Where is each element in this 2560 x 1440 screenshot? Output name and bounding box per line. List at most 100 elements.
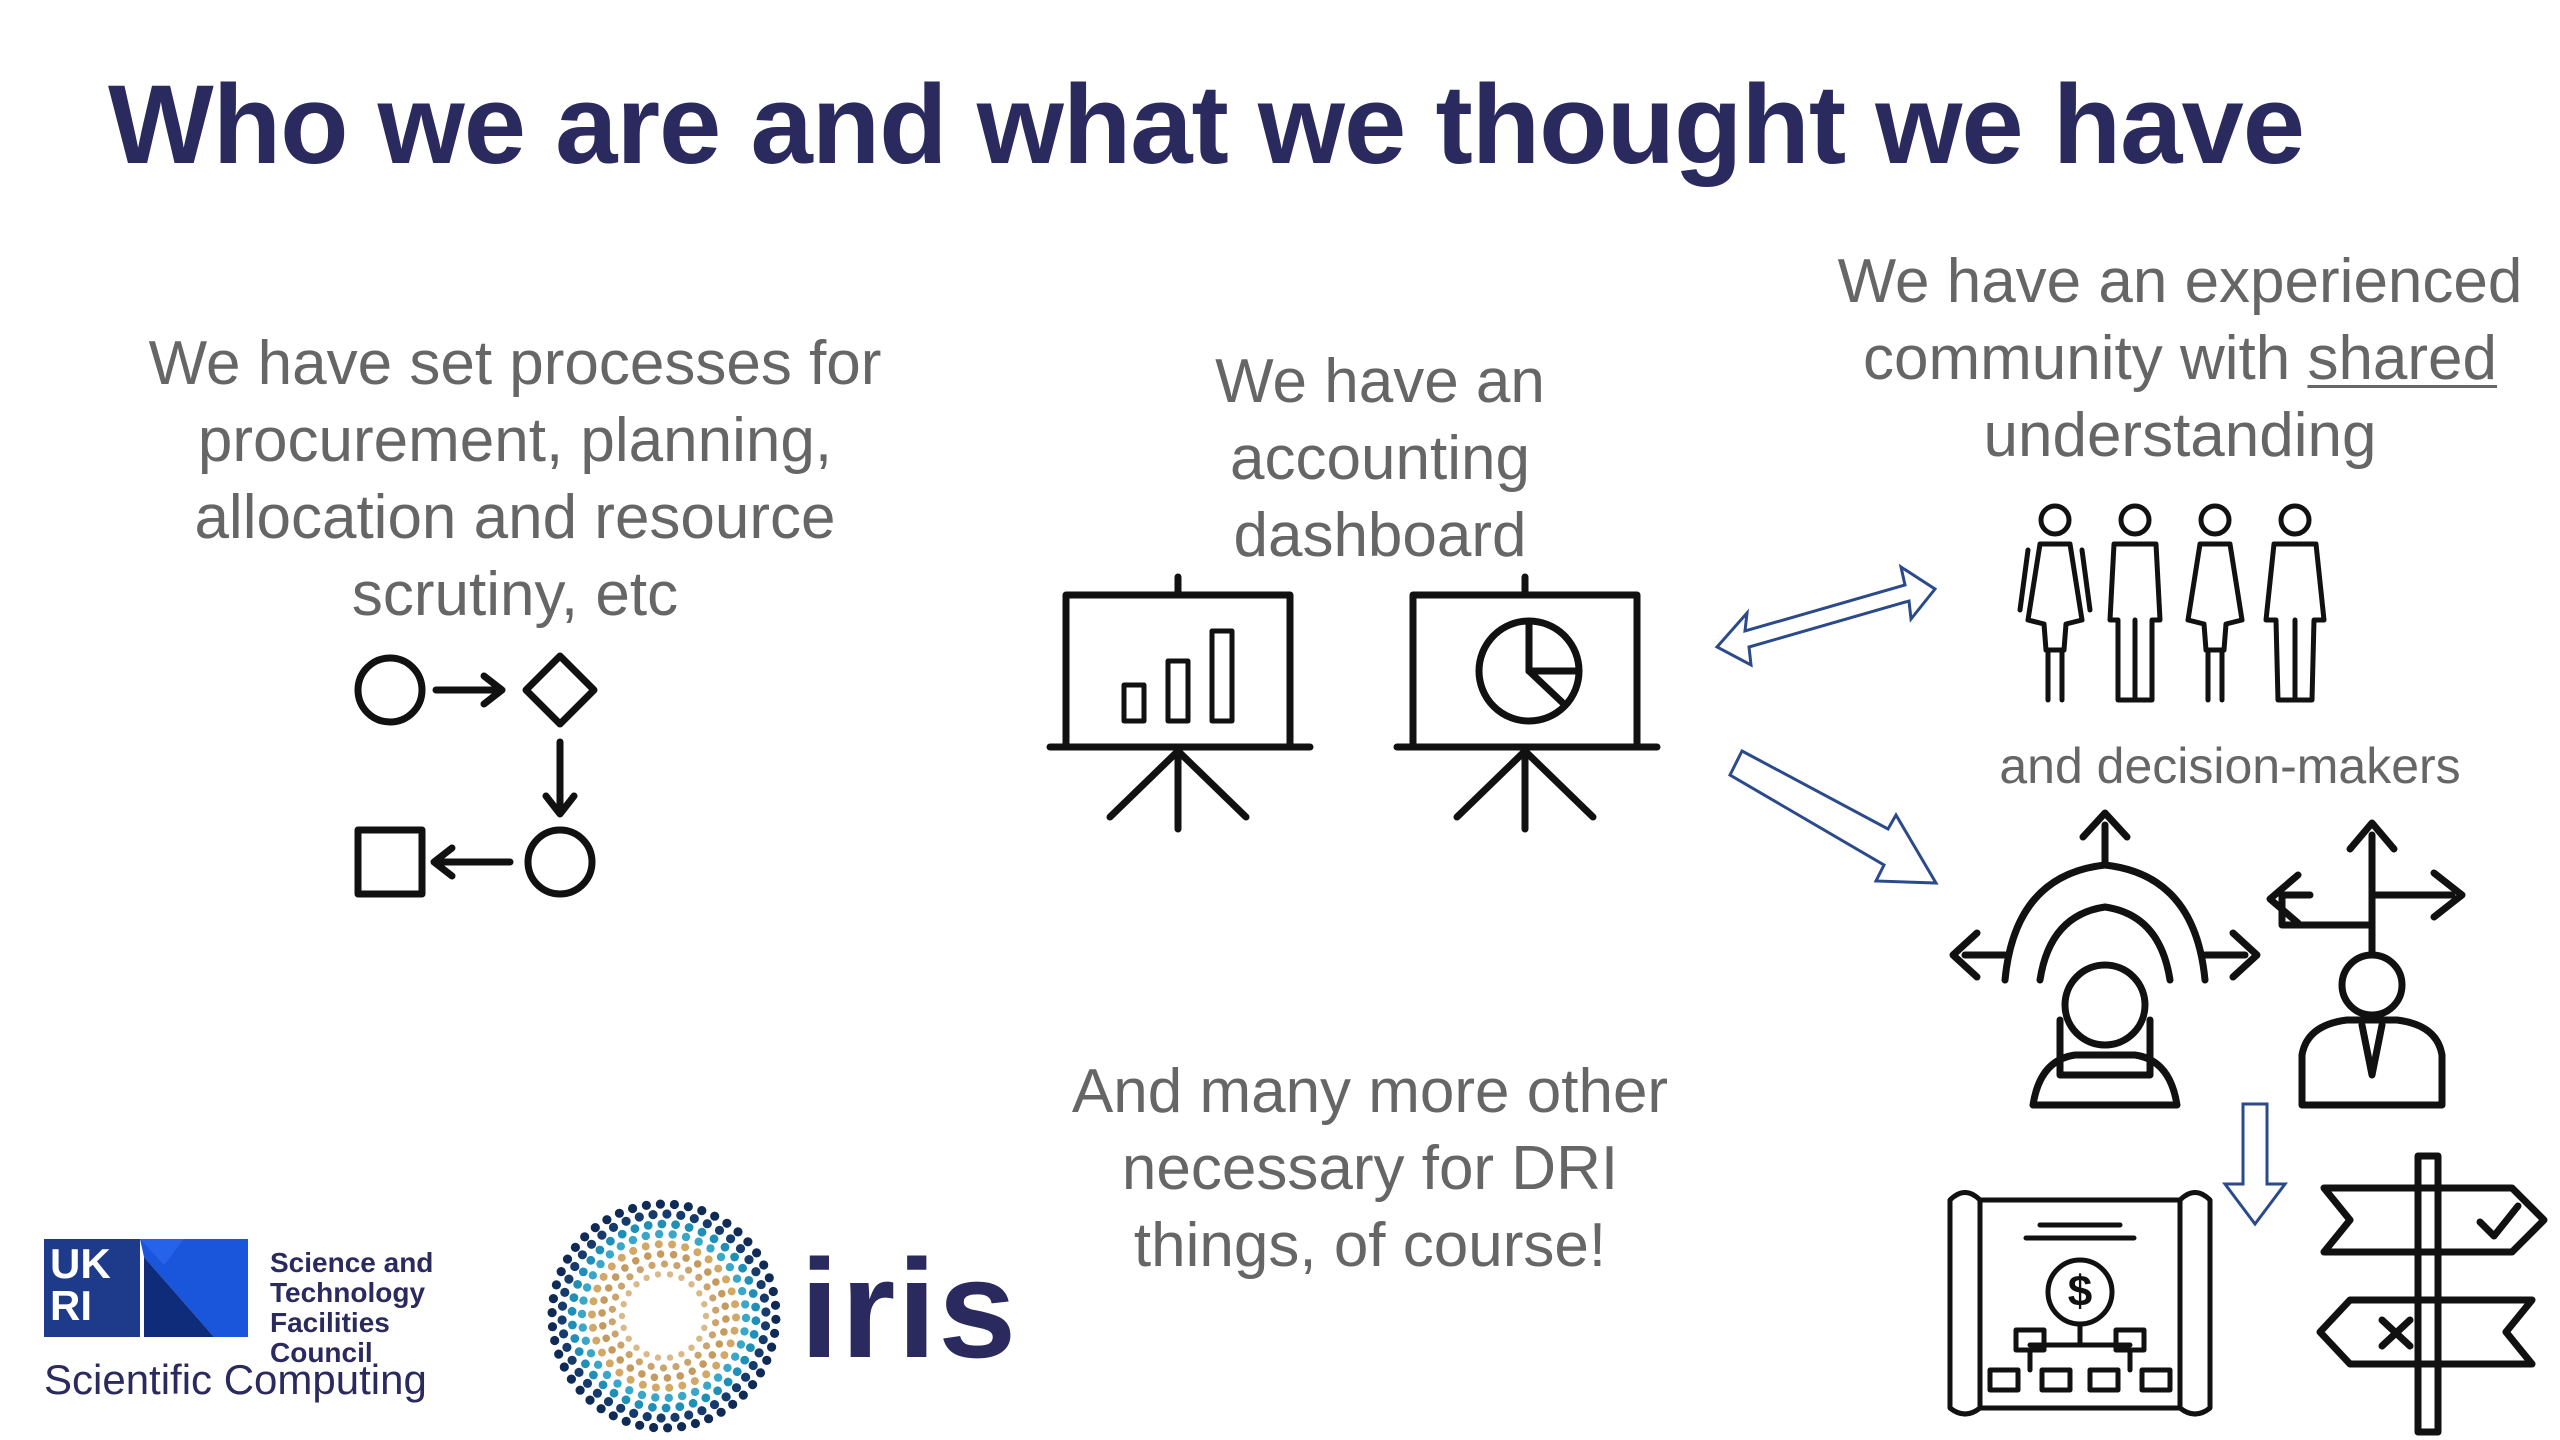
iris-dot bbox=[733, 1227, 743, 1237]
iris-dot bbox=[678, 1391, 687, 1401]
iris-dot bbox=[612, 1293, 620, 1301]
iris-dot bbox=[644, 1252, 652, 1260]
iris-dot bbox=[641, 1200, 651, 1210]
iris-dot bbox=[608, 1222, 619, 1232]
iris-dot bbox=[628, 1235, 638, 1245]
iris-dot bbox=[670, 1412, 680, 1422]
decision-maker-woman-icon bbox=[1949, 809, 2261, 1109]
iris-dot bbox=[748, 1380, 758, 1390]
iris-dot bbox=[559, 1329, 569, 1339]
iris-dot bbox=[617, 1282, 626, 1290]
more-things-text: And many more other necessary for DRI th… bbox=[1071, 1057, 1669, 1280]
iris-dot bbox=[635, 1358, 643, 1366]
iris-dot bbox=[709, 1294, 717, 1302]
iris-dot bbox=[621, 1264, 629, 1272]
iris-dot bbox=[620, 1324, 627, 1331]
arrow-down-icon bbox=[2222, 1102, 2288, 1227]
double-arrow-icon bbox=[1714, 563, 1938, 668]
iris-dot bbox=[603, 1397, 614, 1407]
iris-dot bbox=[738, 1263, 747, 1273]
iris-dot bbox=[704, 1268, 712, 1276]
iris-dot bbox=[720, 1328, 728, 1336]
iris-dot bbox=[722, 1275, 730, 1284]
iris-dot bbox=[607, 1262, 616, 1271]
iris-dot bbox=[702, 1342, 711, 1350]
iris-dot bbox=[625, 1351, 633, 1359]
iris-dot bbox=[616, 1356, 624, 1364]
iris-dot bbox=[684, 1223, 694, 1232]
community-text-underlined: shared bbox=[2307, 324, 2498, 393]
iris-dot bbox=[709, 1400, 720, 1410]
iris-dot bbox=[703, 1283, 711, 1291]
iris-dot bbox=[712, 1278, 720, 1286]
iris-dot bbox=[712, 1306, 720, 1314]
iris-dot bbox=[596, 1404, 606, 1414]
iris-dot bbox=[598, 1309, 606, 1317]
iris-dot bbox=[589, 1297, 598, 1306]
iris-dot bbox=[613, 1379, 622, 1388]
iris-dot bbox=[649, 1422, 659, 1433]
iris-dot bbox=[654, 1354, 662, 1361]
iris-dot bbox=[611, 1273, 620, 1281]
iris-dot bbox=[629, 1246, 638, 1255]
iris-dot bbox=[570, 1334, 580, 1343]
iris-dot bbox=[704, 1414, 714, 1424]
iris-dot bbox=[710, 1211, 720, 1221]
iris-dot bbox=[704, 1255, 713, 1264]
iris-dot bbox=[599, 1322, 607, 1330]
iris-dot bbox=[684, 1358, 692, 1366]
iris-dot bbox=[697, 1406, 707, 1416]
iris-dot bbox=[703, 1381, 712, 1390]
iris-dot bbox=[702, 1312, 710, 1320]
iris-dot bbox=[559, 1362, 569, 1372]
iris-dot bbox=[735, 1244, 746, 1254]
iris-dot bbox=[633, 1281, 640, 1288]
department-name: Scientific Computing bbox=[44, 1356, 427, 1403]
iris-dot bbox=[699, 1360, 707, 1368]
iris-dot bbox=[682, 1254, 690, 1262]
iris-dot bbox=[625, 1290, 632, 1297]
iris-dot bbox=[643, 1351, 650, 1358]
iris-dot bbox=[570, 1261, 580, 1272]
iris-dot bbox=[696, 1335, 703, 1342]
iris-dot bbox=[723, 1363, 732, 1373]
iris-dot bbox=[582, 1283, 592, 1292]
iris-dot bbox=[701, 1301, 708, 1308]
iris-dot bbox=[744, 1276, 754, 1285]
iris-dot bbox=[684, 1410, 694, 1420]
iris-dot bbox=[732, 1313, 740, 1322]
iris-dot bbox=[738, 1287, 747, 1296]
iris-dot bbox=[592, 1388, 602, 1398]
iris-dot bbox=[690, 1377, 699, 1386]
process-flow-icon bbox=[354, 652, 598, 898]
iris-dot bbox=[770, 1328, 780, 1338]
iris-dot bbox=[604, 1284, 613, 1292]
iris-logo-text: iris bbox=[800, 1230, 1019, 1387]
iris-dot bbox=[688, 1344, 695, 1351]
community-text-post: understanding bbox=[1983, 401, 2377, 470]
iris-dot bbox=[740, 1355, 750, 1365]
iris-dot bbox=[712, 1319, 720, 1327]
iris-dot bbox=[599, 1272, 608, 1281]
iris-dot bbox=[726, 1234, 736, 1244]
iris-dot bbox=[547, 1308, 557, 1318]
iris-dot bbox=[716, 1252, 726, 1262]
iris-dot bbox=[671, 1220, 680, 1230]
iris-dot bbox=[673, 1262, 681, 1270]
iris-dot bbox=[662, 1209, 672, 1219]
iris-dot bbox=[678, 1351, 685, 1358]
iris-dot bbox=[648, 1210, 658, 1220]
iris-dot bbox=[598, 1348, 606, 1357]
iris-dot bbox=[574, 1367, 584, 1377]
iris-logo-mark bbox=[547, 1199, 781, 1433]
iris-dot bbox=[663, 1423, 673, 1433]
iris-dot bbox=[664, 1393, 673, 1403]
iris-dot bbox=[577, 1309, 587, 1319]
iris-dot bbox=[697, 1206, 707, 1216]
iris-dot bbox=[628, 1203, 638, 1214]
iris-dot bbox=[708, 1351, 717, 1359]
iris-dot bbox=[578, 1323, 587, 1332]
iris-dot bbox=[738, 1390, 748, 1400]
iris-dot bbox=[615, 1368, 624, 1377]
iris-dot bbox=[697, 1227, 707, 1237]
